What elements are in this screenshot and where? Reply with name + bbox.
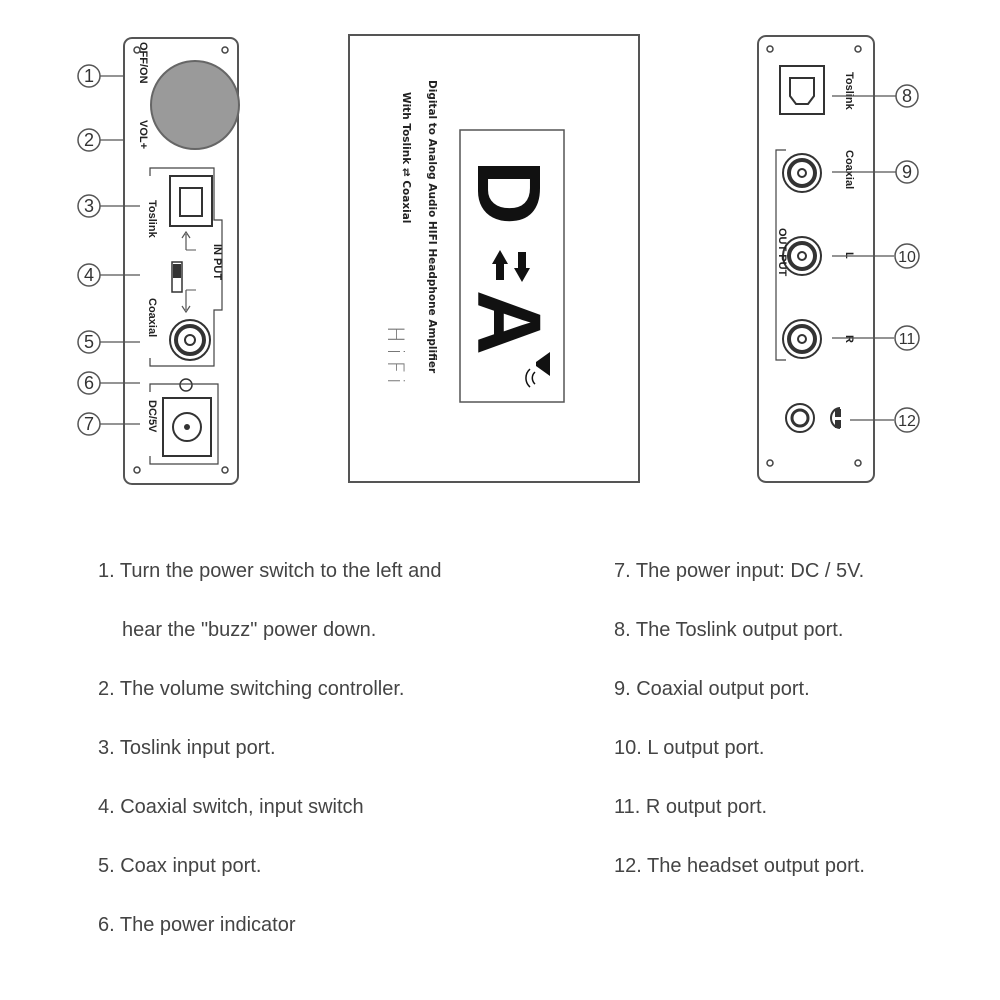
legend-item-8: 8. The Toslink output port.	[614, 619, 844, 641]
coaxial-input-label: Coaxial	[146, 298, 158, 337]
right-panel: Toslink Coaxial L R OUT PUT 8 9 10 11 12	[757, 35, 920, 483]
callout-11: 11	[899, 331, 916, 348]
legend-item-1-cont: hear the "buzz" power down.	[122, 619, 377, 641]
legend-item-4: 4. Coaxial switch, input switch	[98, 796, 364, 818]
toslink-input-label: Toslink	[146, 200, 158, 239]
callout-1: 1	[84, 66, 94, 86]
logo-a: A	[458, 290, 558, 355]
toslink-input-port-icon	[169, 175, 213, 227]
legend-item-9: 9. Coaxial output port.	[614, 678, 810, 700]
callout-4: 4	[84, 265, 94, 285]
toslink-output-label: Toslink	[843, 72, 855, 111]
callout-12: 12	[898, 413, 916, 430]
callout-8: 8	[902, 86, 912, 106]
legend-item-5: 5. Coax input port.	[98, 855, 262, 877]
callout-5: 5	[84, 332, 94, 352]
legend-item-10: 10. L output port.	[614, 737, 765, 759]
power-indicator-icon	[179, 378, 193, 392]
left-panel: OFF/ON VOL+ Toslink Coaxial IN PUT DC/5V…	[77, 37, 240, 485]
callout-10: 10	[898, 249, 916, 266]
callout-7: 7	[84, 414, 94, 434]
callout-6: 6	[84, 373, 94, 393]
dc-label: DC/5V	[146, 400, 158, 433]
legend-item-1: 1. Turn the power switch to the left and	[98, 560, 442, 582]
output-label: OUT PUT	[776, 228, 788, 277]
speaker-icon	[525, 352, 550, 388]
r-output-label: R	[843, 335, 855, 343]
center-panel: Digital to Analog Audio HIFI Headphone A…	[348, 34, 640, 483]
vol-label: VOL+	[137, 120, 149, 149]
legend-item-7: 7. The power input: DC / 5V.	[614, 560, 865, 582]
callout-2: 2	[84, 130, 94, 150]
power-volume-knob	[150, 60, 240, 150]
coaxial-output-label: Coaxial	[843, 150, 855, 189]
legend-item-12: 12. The headset output port.	[614, 855, 865, 877]
logo-arrows-icon	[492, 250, 530, 282]
hifi-text: HiFi	[382, 326, 407, 390]
input-label: IN PUT	[211, 244, 223, 280]
headphone-icon	[830, 407, 841, 429]
logo-d: D	[458, 160, 558, 225]
legend-item-11: 11. R output port.	[614, 796, 768, 818]
product-subtitle: With Toslink ⇄ Coaxial	[400, 92, 412, 223]
callout-9: 9	[902, 162, 912, 182]
legend-item-2: 2. The volume switching controller.	[98, 678, 405, 700]
callout-3: 3	[84, 196, 94, 216]
legend-item-3: 3. Toslink input port.	[98, 737, 276, 759]
device-diagram: OFF/ON VOL+ Toslink Coaxial IN PUT DC/5V…	[77, 34, 920, 485]
off-on-label: OFF/ON	[137, 42, 149, 84]
legend-item-6: 6. The power indicator	[98, 914, 296, 936]
product-title: Digital to Analog Audio HIFI Headphone A…	[426, 80, 438, 374]
